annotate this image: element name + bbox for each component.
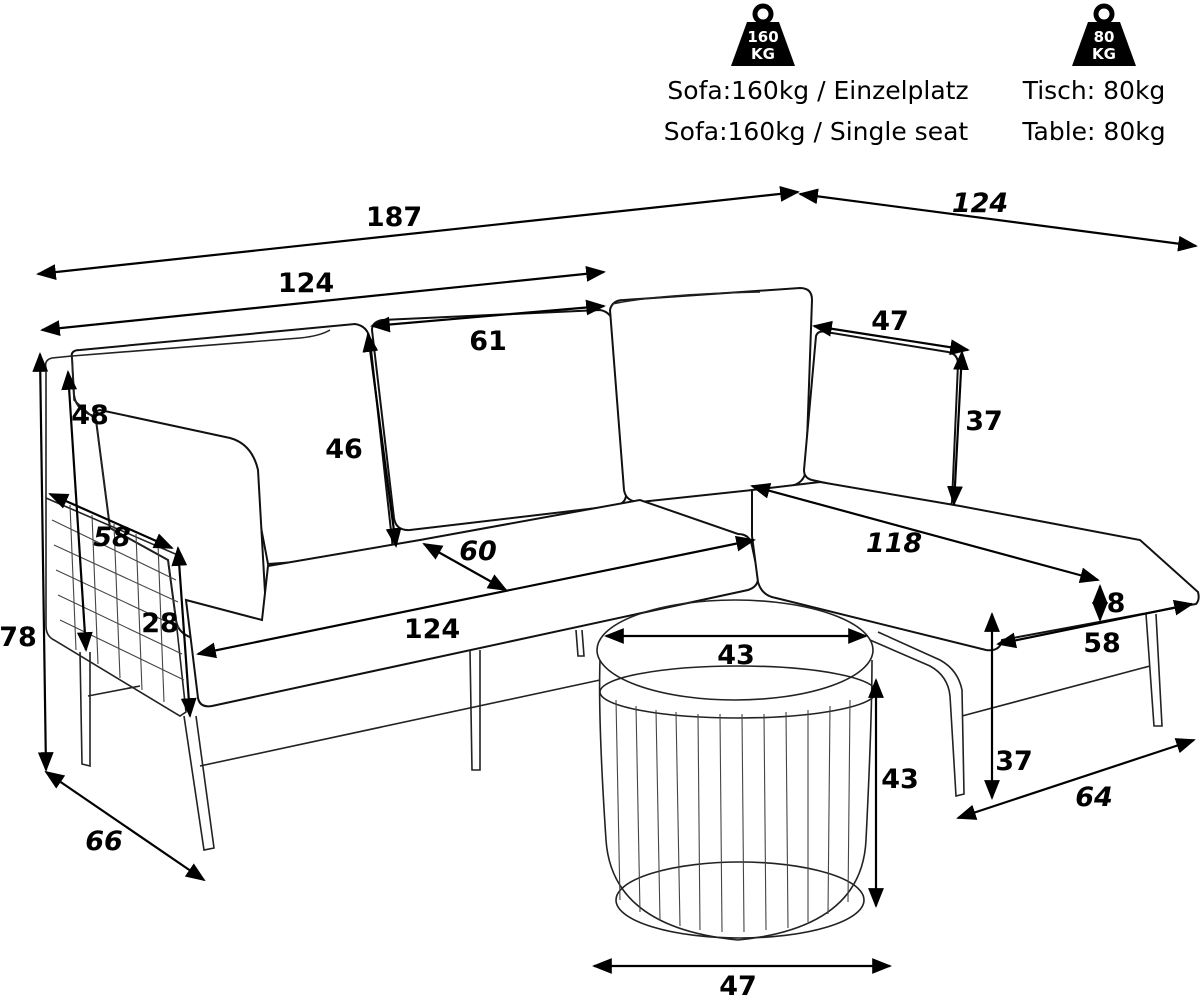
- dim-sofa-depth: 66: [85, 826, 123, 857]
- dim-arm-depth: 58: [93, 522, 131, 553]
- sofa-weight-badge-unit: KG: [751, 45, 775, 63]
- dimension-lines: [32, 186, 1198, 974]
- dim-back-height: 48: [71, 400, 109, 431]
- dim-cushion-height: 46: [325, 434, 363, 465]
- dim-table-height: 43: [881, 764, 919, 795]
- dim-table-base: 47: [719, 971, 757, 999]
- table-weight-icon: 80 KG: [1072, 3, 1136, 66]
- sofa-weight-icon: 160 KG: [731, 3, 795, 66]
- dim-sofa-width: 124: [278, 268, 334, 299]
- dim-chaise-length-top: 124: [952, 188, 1008, 219]
- table-weight-de: Tisch: 80kg: [1022, 76, 1166, 105]
- sofa-weight-en: Sofa:160kg / Single seat: [664, 117, 969, 146]
- sofa-weight-badge-value: 160: [747, 28, 778, 46]
- table-weight-en: Table: 80kg: [1021, 117, 1165, 146]
- dim-seat-thickness: 8: [1107, 588, 1126, 619]
- dim-seat-height: 37: [995, 746, 1033, 777]
- dim-chaise-depth: 64: [1075, 782, 1113, 813]
- dim-chaise-width: 58: [1083, 628, 1121, 659]
- table-weight-badge-value: 80: [1094, 28, 1115, 46]
- dim-seat-width: 124: [404, 614, 460, 645]
- dim-pillow-height: 37: [965, 406, 1003, 437]
- dim-cushion-width: 61: [469, 326, 507, 357]
- dim-total-height: 78: [0, 622, 37, 653]
- dim-pillow-width: 47: [871, 306, 909, 337]
- dim-total-width: 187: [366, 202, 422, 233]
- sofa-weight-de: Sofa:160kg / Einzelplatz: [667, 76, 968, 105]
- dim-arm-height: 28: [141, 608, 179, 639]
- dim-table-top: 43: [717, 640, 755, 671]
- dim-chaise-inner: 118: [866, 528, 922, 559]
- dim-seat-depth: 60: [459, 536, 497, 567]
- table-weight-badge-unit: KG: [1092, 45, 1116, 63]
- sofa-sketch: [44, 286, 1200, 941]
